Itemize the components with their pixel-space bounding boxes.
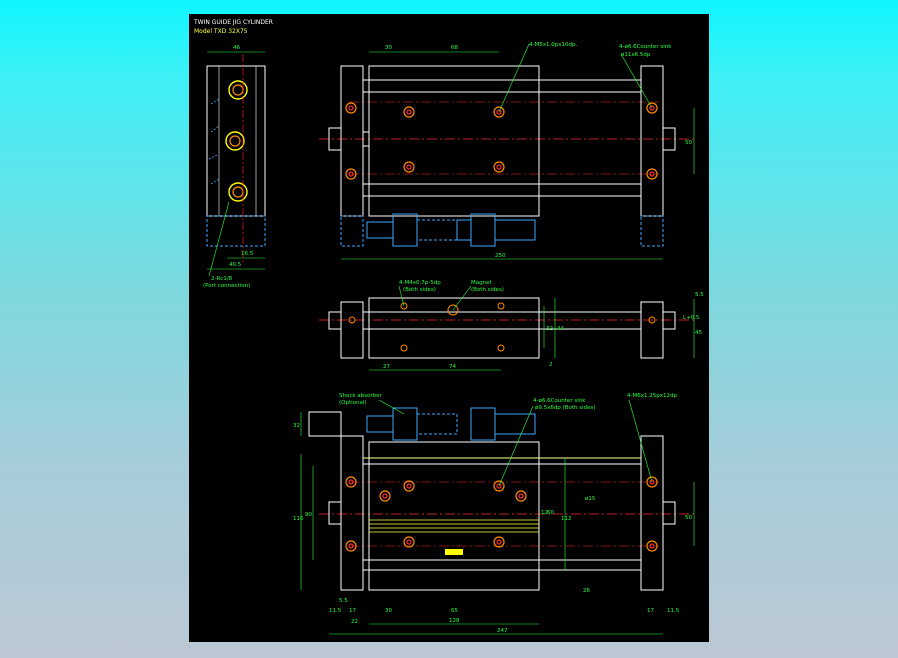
svg-text:17: 17 (349, 608, 356, 614)
svg-text:2: 2 (549, 362, 553, 368)
svg-text:16.5: 16.5 (241, 251, 254, 257)
svg-text:60: 60 (547, 510, 554, 516)
svg-text:65: 65 (451, 608, 458, 614)
svg-text:2-Rc1/8: 2-Rc1/8 (211, 276, 233, 282)
svg-text:128: 128 (449, 618, 460, 624)
svg-text:5.5: 5.5 (339, 598, 348, 604)
svg-text:90: 90 (305, 512, 312, 518)
svg-text:11.5: 11.5 (329, 608, 342, 614)
svg-text:40.5: 40.5 (229, 262, 242, 268)
svg-text:46: 46 (233, 45, 240, 51)
svg-text:68: 68 (451, 45, 458, 51)
svg-text:44: 44 (557, 326, 564, 332)
svg-text:12: 12 (541, 510, 548, 516)
drawing-title: TWIN GUIDE JIG CYLINDER (193, 19, 273, 26)
top-view: 30 68 250 50 4-M5x1.0px10dp. 4-ø6.6Count… (319, 42, 695, 260)
svg-text:ø15: ø15 (585, 496, 596, 502)
svg-text:50: 50 (685, 140, 692, 146)
svg-text:(Port connection): (Port connection) (203, 283, 250, 289)
svg-text:4-M4x0.7p-5dp: 4-M4x0.7p-5dp (399, 280, 441, 286)
svg-text:4-ø6.6Counter sink: 4-ø6.6Counter sink (533, 398, 586, 404)
svg-text:(Both sides): (Both sides) (471, 287, 504, 293)
side-view: 46 16.5 40.5 2-Rc1/8 (Port connection) (203, 45, 266, 289)
bottom-view: Shock absorber (Optional) 4-ø6.6Counter … (293, 393, 695, 635)
svg-text:112: 112 (561, 516, 572, 522)
cad-drawing: TWIN GUIDE JIG CYLINDER Model TXD 32X75 … (193, 19, 704, 635)
svg-text:5.5: 5.5 (695, 292, 704, 298)
svg-text:45: 45 (695, 330, 702, 336)
svg-text:17: 17 (647, 608, 654, 614)
svg-text:Shock absorber: Shock absorber (339, 393, 383, 399)
svg-text:(Both sides): (Both sides) (403, 287, 436, 293)
svg-text:50: 50 (685, 515, 692, 521)
svg-text:247: 247 (497, 628, 508, 634)
svg-text:22: 22 (351, 619, 358, 625)
svg-text:32: 32 (546, 326, 553, 332)
svg-text:(Optional): (Optional) (339, 400, 367, 406)
svg-text:27: 27 (383, 364, 390, 370)
svg-text:30: 30 (385, 45, 392, 51)
svg-text:11.5: 11.5 (667, 608, 680, 614)
svg-text:L+0.5: L+0.5 (683, 315, 700, 321)
drawing-sheet: TWIN GUIDE JIG CYLINDER Model TXD 32X75 … (189, 14, 709, 642)
svg-text:ø9.5x6dp (Both sides): ø9.5x6dp (Both sides) (535, 405, 596, 411)
svg-text:74: 74 (449, 364, 456, 370)
model-label: Model TXD 32X75 (194, 28, 248, 35)
svg-text:4-M5x1.0px10dp.: 4-M5x1.0px10dp. (529, 42, 577, 48)
svg-text:116: 116 (293, 516, 304, 522)
svg-text:Magnet: Magnet (471, 280, 492, 286)
svg-text:30: 30 (385, 608, 392, 614)
svg-text:4-ø6.6Counter sink: 4-ø6.6Counter sink (619, 44, 672, 50)
svg-text:26: 26 (583, 588, 590, 594)
middle-view: 4-M4x0.7p-5dp (Both sides) Magnet (Both … (319, 280, 704, 371)
svg-text:4-M6x1.25px12dp: 4-M6x1.25px12dp (627, 393, 677, 399)
svg-text:ø11x6.5dp: ø11x6.5dp (621, 52, 651, 58)
svg-text:250: 250 (495, 253, 506, 259)
svg-text:32: 32 (293, 423, 300, 429)
